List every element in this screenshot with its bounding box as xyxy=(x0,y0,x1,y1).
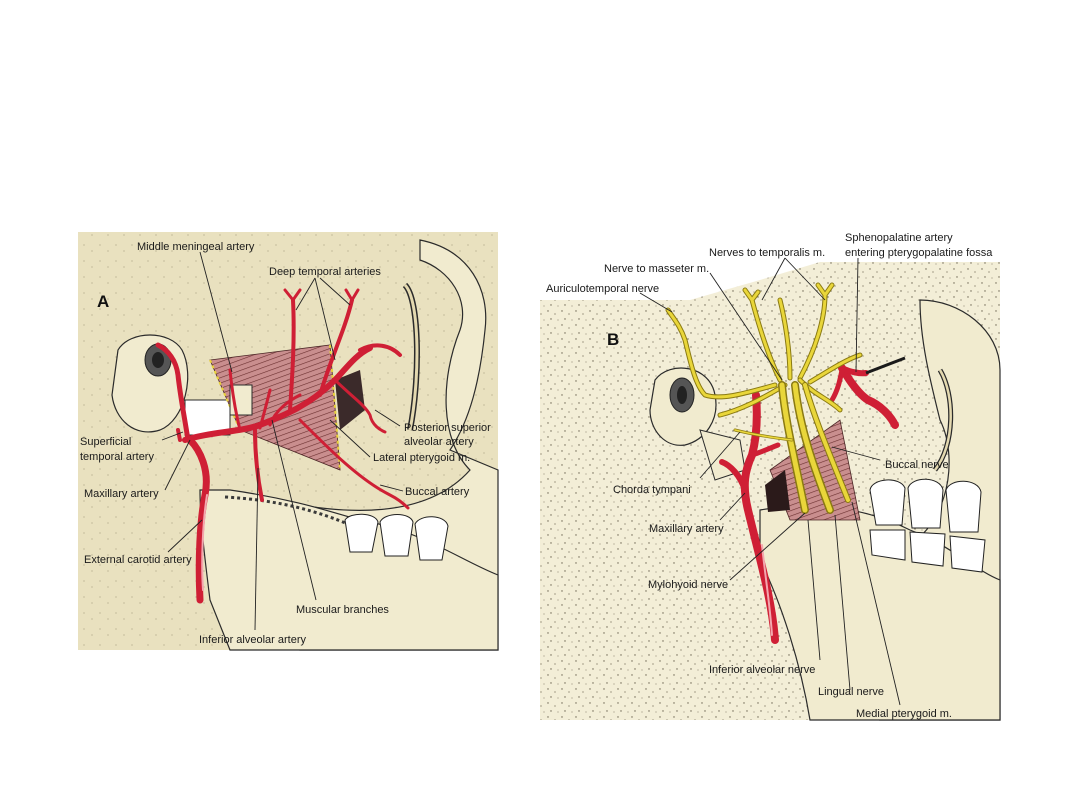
panel-a-letter: A xyxy=(97,292,109,311)
panel-b-letter: B xyxy=(607,330,619,349)
label-chorda-tympani: Chorda tympani xyxy=(613,484,691,496)
leaders-a xyxy=(161,251,404,631)
label-inferior-alveolar-nerve: Inferior alveolar nerve xyxy=(709,664,815,676)
label-inferior-alveolar-artery: Inferior alveolar artery xyxy=(199,634,306,646)
label-auriculotemporal-nerve: Auriculotemporal nerve xyxy=(546,283,659,295)
panel-a: A Middle meningeal artery Deep temporal … xyxy=(78,232,499,651)
label-posterior-superior-line2: alveolar artery xyxy=(404,436,474,448)
label-lateral-pterygoid-a: Lateral pterygoid m. xyxy=(373,452,470,464)
label-buccal-nerve: Buccal nerve xyxy=(885,459,949,471)
label-external-carotid-artery: External carotid artery xyxy=(84,554,192,566)
label-superficial-temporal-line1: Superficial xyxy=(80,436,131,448)
label-sphenopalatine-line2: entering pterygopalatine fossa xyxy=(845,247,993,259)
label-muscular-branches: Muscular branches xyxy=(296,604,389,616)
leaders-b xyxy=(639,257,901,706)
label-maxillary-artery-a: Maxillary artery xyxy=(84,488,159,500)
label-buccal-artery: Buccal artery xyxy=(405,486,470,498)
teeth-b xyxy=(869,478,986,573)
label-mylohyoid-nerve: Mylohyoid nerve xyxy=(648,579,728,591)
label-sphenopalatine-line1: Sphenopalatine artery xyxy=(845,232,953,244)
panel-b: B Sphenopalatine artery entering pterygo… xyxy=(540,232,1001,721)
label-nerves-to-temporalis: Nerves to temporalis m. xyxy=(709,247,825,259)
arteries-b xyxy=(719,356,906,644)
label-middle-meningeal-artery: Middle meningeal artery xyxy=(137,241,255,253)
label-lingual-nerve: Lingual nerve xyxy=(818,686,884,698)
label-posterior-superior-line1: Posterior superior xyxy=(404,422,491,434)
condyle-notch-a xyxy=(184,399,231,436)
arteries-a xyxy=(155,288,410,604)
teeth-a xyxy=(344,513,449,561)
nerves-b xyxy=(665,282,863,514)
label-deep-temporal-arteries: Deep temporal arteries xyxy=(269,266,381,278)
label-superficial-temporal-line2: temporal artery xyxy=(80,451,154,463)
pterygoid-plate-a xyxy=(335,370,365,430)
label-nerve-to-masseter: Nerve to masseter m. xyxy=(604,263,709,275)
label-maxillary-artery-b: Maxillary artery xyxy=(649,523,724,535)
label-medial-pterygoid: Medial pterygoid m. xyxy=(856,708,952,720)
